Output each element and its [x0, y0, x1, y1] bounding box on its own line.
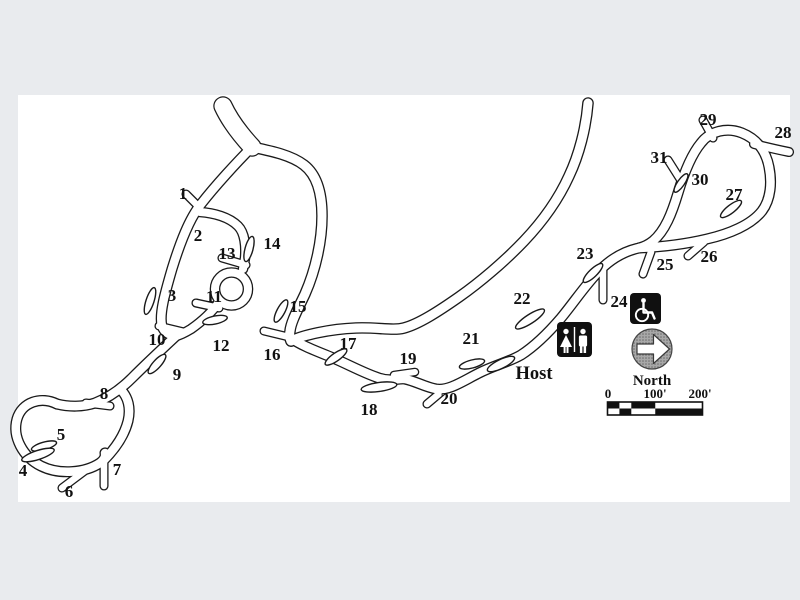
site-label-9: 9 [173, 365, 182, 384]
site-label-11: 11 [206, 287, 222, 306]
site-label-3: 3 [168, 286, 177, 305]
site-label-22: 22 [514, 289, 531, 308]
north-arrow-label: North [633, 373, 672, 389]
site-label-23: 23 [577, 244, 594, 263]
site-label-29: 29 [700, 110, 717, 129]
host-label: Host [516, 364, 554, 384]
site-label-5: 5 [57, 425, 66, 444]
scale-mid-label: 100' [643, 386, 666, 401]
site-labels: 1234567891011121314151617181920212223242… [19, 110, 792, 501]
restroom-icon [557, 322, 592, 357]
site-label-28: 28 [775, 123, 792, 142]
site-label-10: 10 [149, 330, 166, 349]
scale-start-label: 0 [605, 386, 612, 401]
site-label-14: 14 [264, 234, 282, 253]
site-label-7: 7 [113, 460, 122, 479]
site-label-31: 31 [651, 148, 668, 167]
site-label-12: 12 [213, 336, 230, 355]
site-label-15: 15 [290, 297, 307, 316]
site-label-26: 26 [701, 247, 718, 266]
map-canvas [18, 95, 790, 502]
site-label-4: 4 [19, 461, 28, 480]
site-label-27: 27 [726, 185, 744, 204]
scale-end-label: 200' [688, 386, 711, 401]
site-label-6: 6 [65, 482, 74, 501]
site-label-24: 24 [611, 292, 629, 311]
scale-bar: 0 100' 200' [605, 386, 712, 416]
site-label-25: 25 [657, 255, 674, 274]
site-label-8: 8 [100, 384, 109, 403]
site-label-18: 18 [361, 400, 378, 419]
site-label-19: 19 [400, 349, 417, 368]
accessible-icon [630, 293, 661, 324]
site-label-13: 13 [219, 244, 236, 263]
site-label-30: 30 [692, 170, 709, 189]
parking-ovals [21, 173, 743, 463]
site-label-1: 1 [179, 184, 188, 203]
site-label-16: 16 [264, 345, 281, 364]
north-arrow-icon: North [631, 328, 673, 389]
site-label-2: 2 [194, 226, 203, 245]
site-label-17: 17 [340, 334, 358, 353]
site-label-20: 20 [441, 389, 458, 408]
site-label-21: 21 [463, 329, 480, 348]
